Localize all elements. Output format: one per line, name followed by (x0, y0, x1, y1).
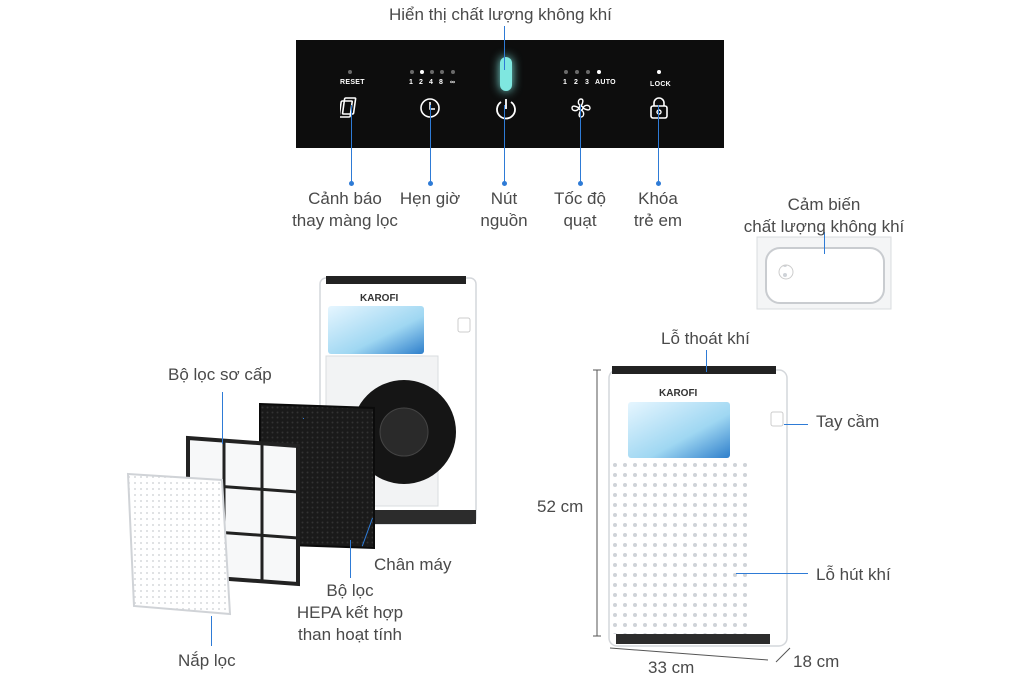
fan-dot (575, 70, 579, 74)
label-fan-speed: Tốc độ quạt (548, 188, 612, 232)
dimension-width: 33 cm (648, 658, 695, 677)
fan-value: AUTO (595, 79, 616, 86)
fan-value: 1 (563, 79, 568, 86)
label-line: nguồn (480, 211, 528, 230)
lock-indicator (657, 70, 661, 74)
reset-text: RESET (340, 79, 365, 86)
dimension-depth: 18 cm (793, 652, 840, 671)
label-line: trẻ em (633, 211, 683, 230)
leader-dot (656, 181, 661, 186)
label-line: HEPA kết hợp (296, 603, 404, 622)
brand-logo-text: KAROFI (360, 293, 399, 304)
fan-value: 3 (585, 79, 590, 86)
control-panel: RESET 1 2 4 8 ∞ 1 2 3 AUTO LOCK (296, 40, 724, 148)
label-line: Nút (490, 189, 518, 208)
leader-line (504, 26, 505, 70)
leader-dot (349, 181, 354, 186)
leader-line (504, 105, 505, 183)
leader-line (211, 616, 212, 646)
timer-dot (430, 70, 434, 74)
dimension-lines (593, 369, 791, 663)
leader-line (658, 105, 659, 183)
timer-dot (451, 70, 455, 74)
label-power: Nút nguồn (474, 188, 534, 232)
dimension-height: 52 cm (537, 497, 584, 516)
timer-dot (440, 70, 444, 74)
label-line: thay màng lọc (292, 211, 398, 230)
power-icon[interactable] (493, 96, 519, 122)
leader-line (784, 424, 808, 425)
label-cover: Nắp lọc (178, 651, 236, 670)
timer-value: 4 (429, 79, 434, 86)
lock-text: LOCK (650, 81, 672, 88)
fan-dot (564, 70, 568, 74)
air-sensor-image (756, 236, 892, 310)
leader-line (824, 232, 825, 254)
filter-cover-image (126, 472, 232, 616)
label-air-sensor: Cảm biến chất lượng không khí (734, 194, 914, 238)
timer-value: ∞ (450, 79, 456, 86)
leader-line (303, 418, 304, 419)
leader-dot (578, 181, 583, 186)
leader-line (350, 540, 351, 578)
lock-icon[interactable] (648, 96, 670, 120)
label-pre-filter: Bộ lọc sơ cấp (168, 365, 272, 384)
label-handle: Tay cầm (816, 412, 880, 431)
label-child-lock: Khóa trẻ em (626, 188, 690, 232)
leader-dot (502, 181, 507, 186)
label-hepa: Bộ lọc HEPA kết hợp than hoạt tính (284, 580, 416, 646)
reset-indicator (348, 70, 352, 74)
label-timer: Hẹn giờ (399, 189, 461, 208)
label-air-quality-display: Hiển thị chất lượng không khí (389, 5, 612, 24)
timer-value: 2 (419, 79, 424, 86)
fan-value: 2 (574, 79, 579, 86)
timer-value: 1 (409, 79, 414, 86)
label-line: quạt (563, 211, 597, 230)
label-base: Chân máy (374, 555, 452, 574)
leader-line (580, 105, 581, 183)
timer-dot (420, 70, 424, 74)
label-filter-warning: Cảnh báo thay màng lọc (289, 188, 401, 232)
label-exhaust: Lỗ thoát khí (661, 329, 750, 348)
label-line: than hoạt tính (298, 625, 402, 644)
air-quality-light (500, 57, 512, 91)
label-line: Tốc độ (554, 189, 606, 208)
assembled-purifier-image (608, 366, 788, 647)
timer-value: 8 (439, 79, 444, 86)
leader-dot (428, 181, 433, 186)
fan-dot (597, 70, 601, 74)
label-line: Bộ lọc (326, 581, 374, 600)
timer-dot (410, 70, 414, 74)
leader-line (430, 105, 431, 183)
label-line: Cảm biến (787, 195, 861, 214)
leader-line (222, 392, 223, 444)
label-intake: Lỗ hút khí (816, 565, 891, 584)
label-line: Cảnh báo (308, 189, 382, 208)
label-line: chất lượng không khí (743, 217, 905, 236)
fan-dot (586, 70, 590, 74)
label-line: Khóa (638, 189, 678, 208)
leader-line (736, 573, 808, 574)
fan-icon[interactable] (569, 96, 593, 120)
brand-logo-text: KAROFI (659, 388, 698, 399)
leader-line (706, 350, 707, 372)
leader-line (351, 105, 352, 183)
